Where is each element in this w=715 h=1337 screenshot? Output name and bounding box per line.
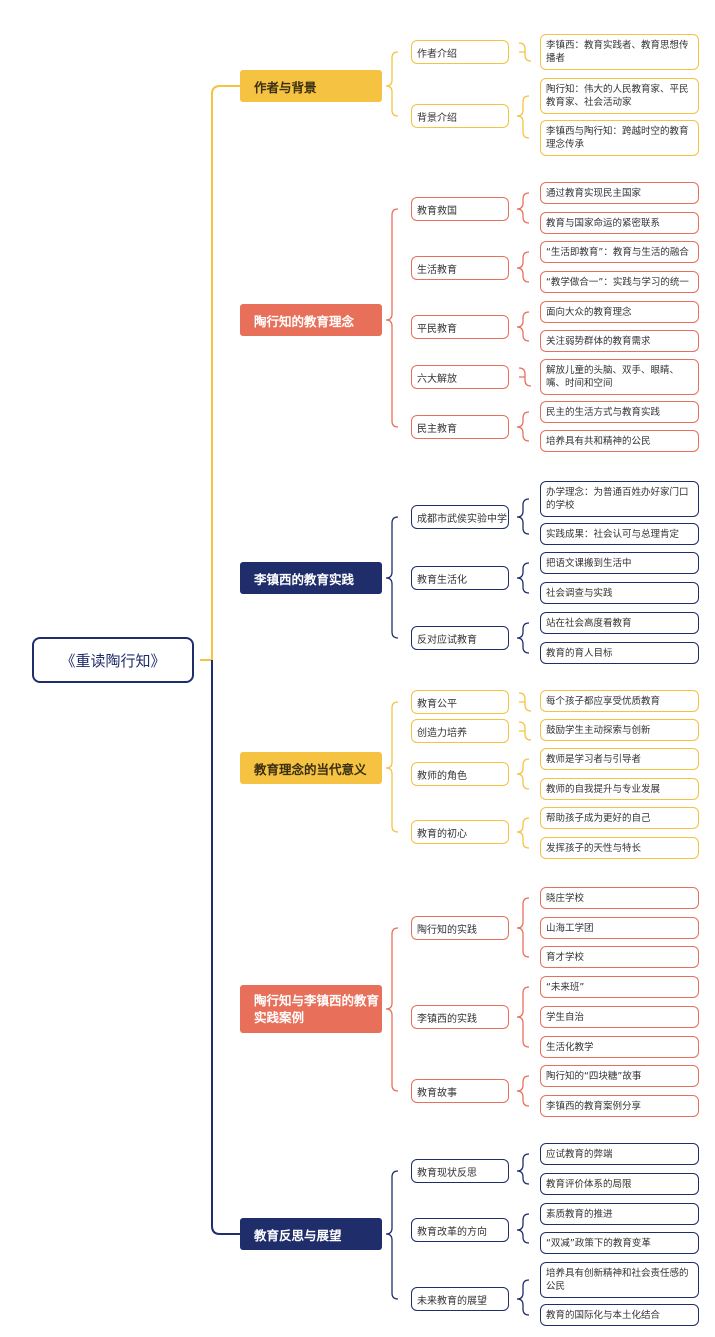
brace-connector [516,562,530,594]
leaf[interactable]: 李镇西的教育案例分享 [540,1095,699,1117]
leaf[interactable]: 办学理念：为普通百姓办好家门口的学校 [540,481,699,517]
brace-connector [385,208,399,428]
brace-connector [516,411,530,442]
sub-anti-exam[interactable]: 反对应试教育 [411,626,509,650]
branch-author-background[interactable]: 作者与背景 [240,70,382,102]
leaf[interactable]: 社会调查与实践 [540,582,699,604]
brace-connector [516,498,530,535]
brace-connector [518,692,532,712]
sub-save-nation[interactable]: 教育救国 [411,197,509,221]
leaf[interactable]: 帮助孩子成为更好的自己 [540,807,699,829]
branch-contemporary-meaning[interactable]: 教育理念的当代意义 [240,752,382,784]
sub-education-equity[interactable]: 教育公平 [411,690,509,714]
leaf[interactable]: 陶行知的“四块糖”故事 [540,1065,699,1087]
brace-connector [385,51,399,117]
leaf[interactable]: 素质教育的推进 [540,1203,699,1225]
root-topic[interactable]: 《重读陶行知》 [32,637,194,683]
trunk-line [211,85,240,95]
leaf[interactable]: 发挥孩子的天性与特长 [540,837,699,859]
leaf[interactable]: 应试教育的弊端 [540,1143,699,1165]
sub-creativity[interactable]: 创造力培养 [411,719,509,743]
brace-connector [385,701,399,833]
leaf[interactable]: 解放儿童的头脑、双手、眼睛、嘴、时间和空间 [540,359,699,395]
brace-connector [516,1075,530,1107]
leaf[interactable]: 面向大众的教育理念 [540,301,699,323]
brace-connector [516,1213,530,1244]
branch-reflection-outlook[interactable]: 教育反思与展望 [240,1218,382,1250]
sub-life-education[interactable]: 生活教育 [411,256,509,280]
leaf[interactable]: “未来班” [540,976,699,998]
leaf[interactable]: 教育评价体系的局限 [540,1173,699,1195]
brace-connector [518,721,532,741]
leaf[interactable]: 教育的育人目标 [540,642,699,664]
leaf[interactable]: 李镇西与陶行知：跨越时空的教育理念传承 [540,120,699,156]
leaf[interactable]: 把语文课搬到生活中 [540,552,699,574]
sub-reform-direction[interactable]: 教育改革的方向 [411,1218,509,1242]
leaf[interactable]: 培养具有创新精神和社会责任感的公民 [540,1262,699,1298]
branch-tao-education-ideas[interactable]: 陶行知的教育理念 [240,304,382,336]
brace-connector [516,897,530,958]
sub-current-reflection[interactable]: 教育现状反思 [411,1159,509,1183]
brace-connector [385,516,399,639]
sub-civilian-education[interactable]: 平民教育 [411,315,509,339]
brace-connector [516,95,530,139]
leaf[interactable]: 教师是学习者与引导者 [540,748,699,770]
leaf[interactable]: 学生自治 [540,1006,699,1028]
sub-democratic-education[interactable]: 民主教育 [411,415,509,439]
leaf[interactable]: 关注弱势群体的教育需求 [540,330,699,352]
leaf[interactable]: 鼓励学生主动探索与创新 [540,719,699,741]
sub-future-outlook[interactable]: 未来教育的展望 [411,1287,509,1311]
leaf[interactable]: 每个孩子都应享受优质教育 [540,690,699,712]
brace-connector [518,367,532,387]
leaf[interactable]: 实践成果：社会认可与总理肯定 [540,523,699,545]
trunk-line [211,1225,240,1235]
sub-wuhou-school[interactable]: 成都市武侯实验中学 [411,505,509,529]
leaf[interactable]: 通过教育实现民主国家 [540,182,699,204]
branch-li-practice[interactable]: 李镇西的教育实践 [240,562,382,594]
brace-connector [516,192,530,224]
leaf[interactable]: 民主的生活方式与教育实践 [540,401,699,423]
leaf[interactable]: 晓庄学校 [540,887,699,909]
brace-connector [385,927,399,1092]
leaf[interactable]: 教育的国际化与本土化结合 [540,1304,699,1326]
branch-practice-cases[interactable]: 陶行知与李镇西的教育实践案例 [240,985,382,1033]
sub-six-liberations[interactable]: 六大解放 [411,365,509,389]
leaf[interactable]: 培养具有共和精神的公民 [540,430,699,452]
sub-background-intro[interactable]: 背景介绍 [411,104,509,128]
brace-connector [516,1153,530,1185]
brace-connector [516,251,530,283]
brace-connector [516,986,530,1048]
sub-life-oriented[interactable]: 教育生活化 [411,566,509,590]
brace-connector [385,1170,399,1300]
leaf[interactable]: 山海工学团 [540,917,699,939]
sub-teacher-role[interactable]: 教师的角色 [411,762,509,786]
brace-connector [518,42,532,62]
leaf[interactable]: 陶行知：伟大的人民教育家、平民教育家、社会活动家 [540,78,699,114]
brace-connector [516,311,530,342]
leaf[interactable]: “生活即教育”：教育与生活的融合 [540,241,699,263]
leaf[interactable]: 生活化教学 [540,1036,699,1058]
sub-tao-practice[interactable]: 陶行知的实践 [411,916,509,940]
brace-connector [516,758,530,790]
leaf[interactable]: “双减”政策下的教育变革 [540,1232,699,1254]
leaf[interactable]: 李镇西：教育实践者、教育思想传播者 [540,34,699,70]
leaf[interactable]: 教育与国家命运的紧密联系 [540,212,699,234]
brace-connector [516,1279,530,1316]
sub-author-intro[interactable]: 作者介绍 [411,40,509,64]
leaf[interactable]: 育才学校 [540,946,699,968]
sub-education-stories[interactable]: 教育故事 [411,1079,509,1103]
leaf[interactable]: “教学做合一”：实践与学习的统一 [540,271,699,293]
leaf[interactable]: 站在社会高度看教育 [540,612,699,634]
sub-li-practice[interactable]: 李镇西的实践 [411,1005,509,1029]
brace-connector [516,622,530,654]
sub-original-aim[interactable]: 教育的初心 [411,820,509,844]
brace-connector [516,817,530,849]
leaf[interactable]: 教师的自我提升与专业发展 [540,778,699,800]
